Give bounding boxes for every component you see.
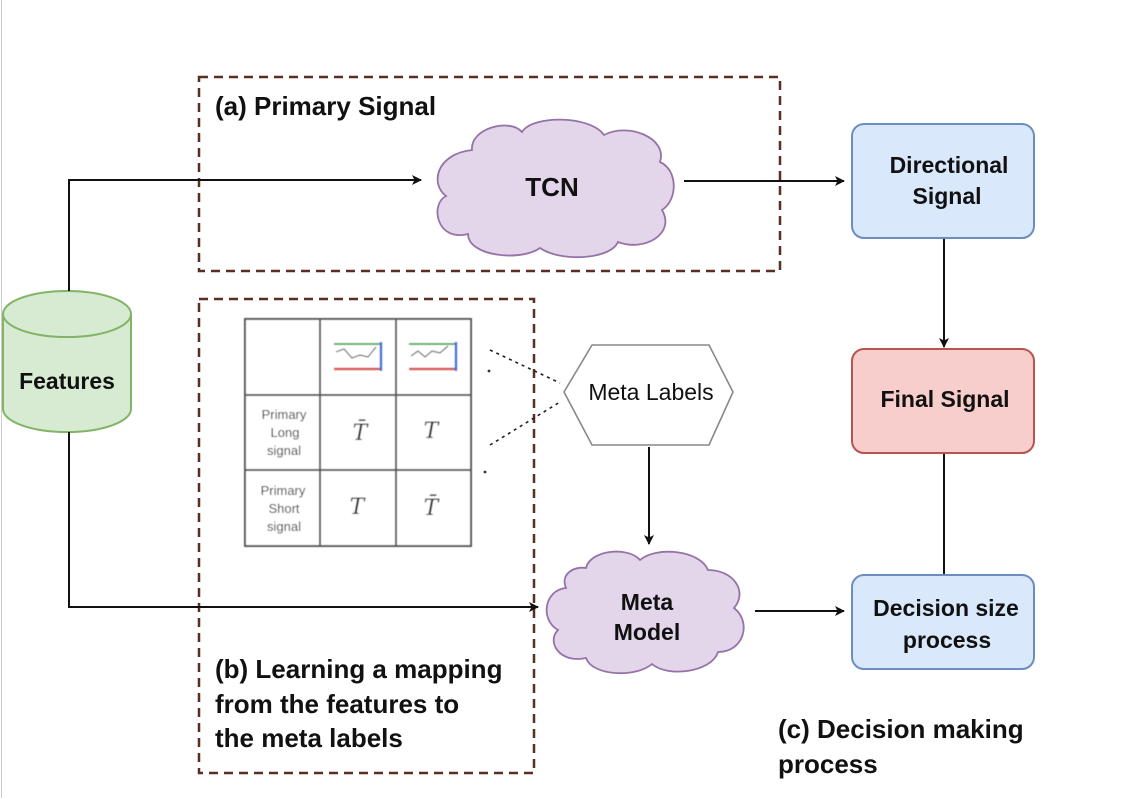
decision-heading-line1: (c) Decision making: [778, 714, 1024, 744]
meta-labels-label: Meta Labels: [588, 379, 713, 405]
primary-signal-group: [197, 75, 782, 273]
primary-signal-heading: (a) Primary Signal: [215, 91, 436, 121]
directional-label-line1: Directional: [890, 152, 1009, 178]
pointer-dot-lower: [483, 470, 487, 474]
learning-mapping-group: [197, 297, 536, 775]
cell-long-first: T̄: [353, 419, 370, 446]
features-to-tcn-arrow: [68, 175, 422, 291]
directional-signal-box: Directional Signal: [851, 123, 1035, 239]
meta-model-cloud: Meta Model: [545, 550, 745, 675]
row-long-label-line3: signal: [267, 443, 301, 458]
pointer-dot-upper: [487, 369, 491, 373]
row-short-label-line1: Primary: [261, 483, 306, 498]
final-signal-label: Final Signal: [880, 386, 1009, 412]
pointer-line-lower: [489, 401, 561, 446]
cell-short-first: T: [350, 495, 367, 520]
meta-label-table: Primary Long signal Primary Short signal…: [244, 318, 472, 547]
pointer-line-upper: [489, 349, 561, 384]
meta-model-label-line1: Meta: [621, 589, 674, 615]
meta-labels-hexagon: Meta Labels: [563, 344, 734, 446]
decision-size-box: Decision size process: [851, 574, 1035, 670]
row-short-label-line3: signal: [267, 519, 301, 534]
learning-heading-line1: (b) Learning a mapping: [215, 654, 502, 684]
features-to-meta-model-arrow: [68, 432, 539, 612]
learning-heading-line2: from the features to: [215, 689, 459, 719]
decision-size-label-line2: process: [903, 627, 991, 653]
tcn-label: TCN: [525, 172, 578, 202]
decision-size-label-line1: Decision size: [873, 595, 1019, 621]
row-short-label-line2: Short: [268, 501, 299, 516]
decision-heading-line2: process: [778, 749, 878, 779]
tcn-cloud: TCN: [436, 118, 675, 259]
mini-chart-icon-right: [409, 342, 458, 371]
features-database: Features: [1, 290, 132, 433]
mini-chart-icon-left: [334, 342, 383, 371]
cell-short-second: T̄: [424, 494, 441, 521]
final-signal-box: Final Signal: [851, 348, 1035, 454]
learning-heading-line3: the meta labels: [215, 723, 403, 753]
features-label: Features: [19, 368, 115, 394]
row-long-label-line1: Primary: [262, 407, 307, 422]
meta-model-label-line2: Model: [614, 619, 680, 645]
cell-long-second: T: [424, 419, 441, 444]
directional-label-line2: Signal: [912, 183, 981, 209]
row-long-label-line2: Long: [271, 425, 300, 440]
